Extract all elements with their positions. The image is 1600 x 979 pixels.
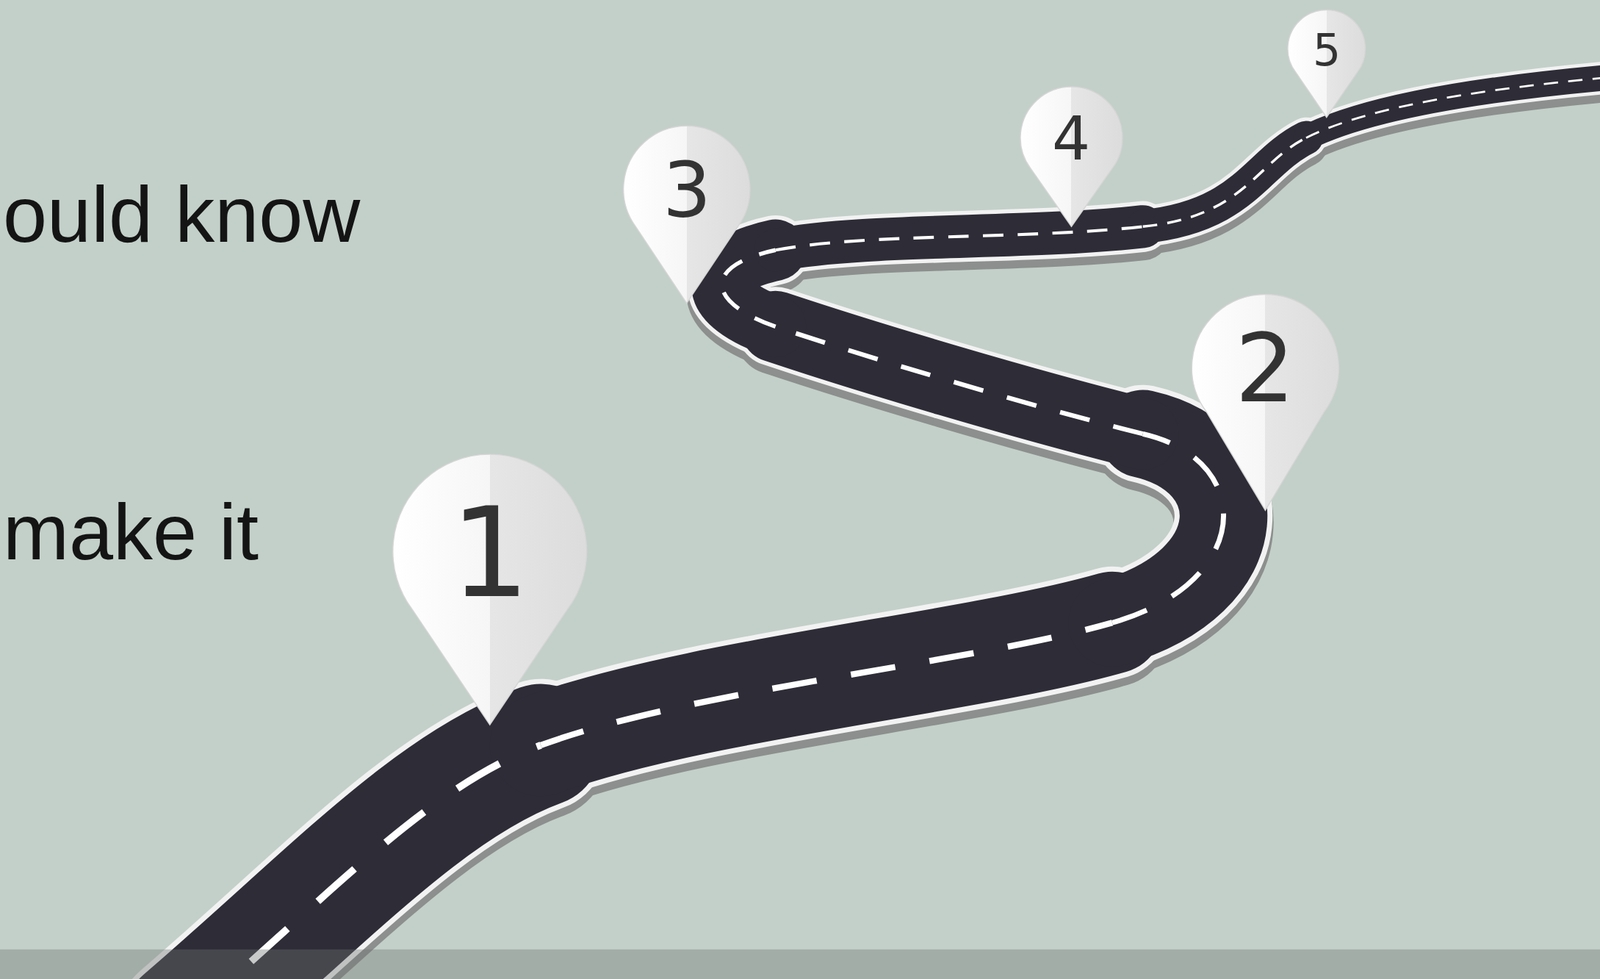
- heading-fragment: ould know: [2, 174, 360, 255]
- heading-fragment: make it: [2, 492, 259, 572]
- callout-number: 2: [1234, 321, 1295, 416]
- road-center-line: [183, 77, 1600, 979]
- callout-number: 4: [1051, 108, 1091, 169]
- road-asphalt: [183, 77, 1600, 979]
- map-pins: [393, 9, 1366, 725]
- road-shadow: [183, 84, 1600, 979]
- callout-number: 1: [450, 489, 530, 615]
- callout-number: 3: [662, 152, 712, 229]
- bottom-band: [0, 949, 1600, 979]
- callout-number: 5: [1312, 27, 1341, 72]
- road-edge: [183, 77, 1600, 979]
